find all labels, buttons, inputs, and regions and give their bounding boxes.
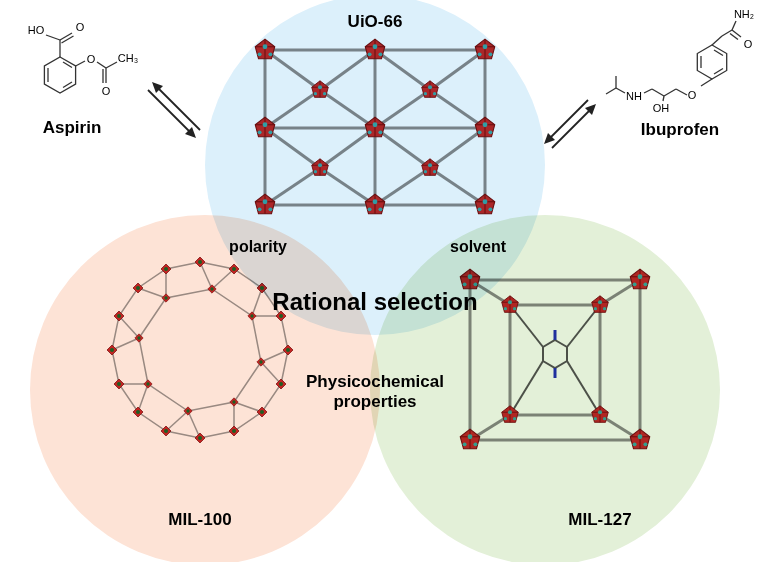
molecule-name: Aspirin bbox=[43, 118, 102, 138]
center-subtitle: Physicochemical properties bbox=[295, 372, 455, 411]
atom-label: O bbox=[76, 21, 85, 34]
center-title: Rational selection bbox=[272, 288, 477, 316]
circle-title: MIL-127 bbox=[568, 510, 631, 530]
circle-title: MIL-100 bbox=[168, 510, 231, 530]
atom-label: O bbox=[87, 53, 96, 66]
atom-label: NH bbox=[626, 90, 642, 103]
atom-label: CH₃ bbox=[118, 52, 138, 65]
atom-label: OH bbox=[653, 102, 670, 115]
circle-title: UiO-66 bbox=[348, 12, 403, 32]
atom-label: HO bbox=[28, 24, 45, 37]
factor-label: solvent bbox=[450, 238, 506, 256]
atom-label: NH₂ bbox=[734, 8, 754, 21]
factor-label: polarity bbox=[229, 238, 287, 256]
atom-label: O bbox=[102, 85, 111, 98]
atom-label: O bbox=[744, 38, 753, 51]
molecule-name: Ibuprofen bbox=[641, 120, 719, 140]
atom-label: O bbox=[688, 89, 697, 102]
